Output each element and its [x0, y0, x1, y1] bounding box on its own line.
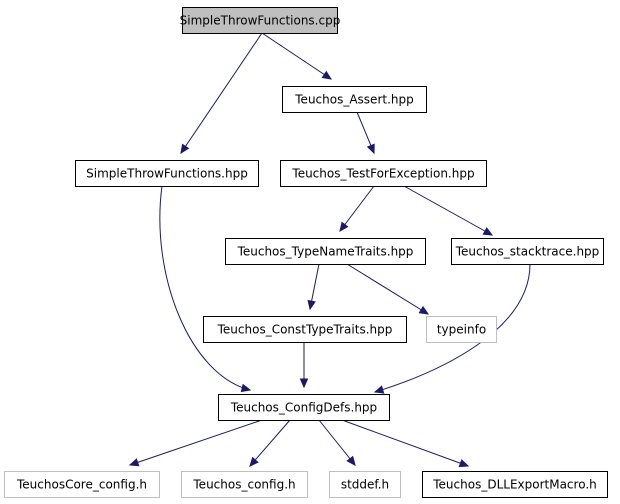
- node-box: [426, 316, 497, 343]
- node-test-for-exception[interactable]: Teuchos_TestForException.hpp: [280, 160, 487, 187]
- node-box: [451, 238, 604, 265]
- node-box: [225, 238, 426, 265]
- node-teuchos-assert[interactable]: Teuchos_Assert.hpp: [282, 86, 427, 113]
- edge-line: [249, 419, 291, 467]
- node-const-type-traits[interactable]: Teuchos_ConstTypeTraits.hpp: [203, 316, 407, 343]
- node-box: [181, 471, 308, 498]
- edge-config_defs-to-teuchos_config: [249, 419, 291, 467]
- node-simple-throw-hpp[interactable]: SimpleThrowFunctions.hpp: [75, 160, 259, 187]
- edge-line: [129, 419, 263, 466]
- node-label: Teuchos_TypeNameTraits.hpp: [237, 245, 414, 259]
- edge-simple_throw_cpp-to-simple_throw_hpp: [180, 32, 263, 155]
- edge-arrowhead: [366, 143, 375, 155]
- edge-stacktrace-to-config_defs: [373, 263, 531, 394]
- edge-arrowhead: [299, 378, 309, 389]
- edge-arrowhead: [482, 227, 494, 236]
- node-box: [182, 7, 338, 34]
- node-label: Teuchos_ConstTypeTraits.hpp: [217, 323, 393, 337]
- node-label: Teuchos_DLLExportMacro.h: [432, 478, 597, 492]
- edge-type_name_traits-to-typeinfo: [346, 263, 430, 315]
- node-label: Teuchos_TestForException.hpp: [291, 167, 474, 181]
- node-stddef: stddef.h: [329, 471, 401, 498]
- node-box: [282, 86, 427, 113]
- edge-line: [374, 263, 531, 393]
- node-box: [218, 394, 390, 421]
- edge-line: [346, 263, 429, 315]
- edge-test_for_exception-to-type_name_traits: [339, 185, 375, 232]
- node-box: [280, 160, 487, 187]
- edge-arrowhead: [418, 305, 430, 315]
- edge-arrowhead: [249, 456, 259, 467]
- edge-line: [339, 185, 375, 232]
- node-stacktrace[interactable]: Teuchos_stacktrace.hpp: [451, 238, 604, 265]
- node-dll-export[interactable]: Teuchos_DLLExportMacro.h: [422, 471, 608, 498]
- node-label: typeinfo: [437, 323, 486, 337]
- node-label: SimpleThrowFunctions.hpp: [86, 167, 248, 181]
- node-box: [4, 471, 160, 498]
- node-label: Teuchos_ConfigDefs.hpp: [230, 401, 377, 415]
- node-label: Teuchos_stacktrace.hpp: [455, 245, 600, 259]
- edge-const_type_traits-to-config_defs: [299, 342, 309, 389]
- node-label: SimpleThrowFunctions.cpp: [180, 14, 341, 28]
- edge-line: [159, 185, 251, 391]
- edge-line: [318, 419, 356, 466]
- edge-arrowhead: [180, 143, 190, 155]
- edge-arrowhead: [321, 70, 333, 80]
- node-type-name-traits[interactable]: Teuchos_TypeNameTraits.hpp: [225, 238, 426, 265]
- node-core-config: TeuchosCore_config.h: [4, 471, 160, 498]
- edge-simple_throw_hpp-to-config_defs: [159, 185, 252, 393]
- edge-line: [341, 419, 469, 467]
- edge-config_defs-to-dll_export: [341, 419, 470, 468]
- node-teuchos-config: Teuchos_config.h: [181, 471, 308, 498]
- edge-teuchos_assert-to-test_for_exception: [356, 111, 375, 155]
- nodes-layer: SimpleThrowFunctions.cppTeuchos_Assert.h…: [4, 7, 608, 498]
- edge-line: [403, 185, 493, 236]
- node-label: TeuchosCore_config.h: [16, 478, 147, 492]
- edge-arrowhead: [346, 455, 356, 466]
- edge-line: [261, 32, 332, 80]
- node-simple-throw-cpp[interactable]: SimpleThrowFunctions.cpp: [180, 7, 341, 34]
- edge-config_defs-to-core_config: [128, 419, 263, 467]
- node-box: [75, 160, 259, 187]
- edge-arrowhead: [240, 383, 252, 393]
- node-label: stddef.h: [341, 478, 389, 492]
- edge-arrowhead: [373, 385, 385, 394]
- node-box: [203, 316, 407, 343]
- edge-simple_throw_cpp-to-teuchos_assert: [261, 32, 333, 80]
- edge-type_name_traits-to-const_type_traits: [307, 263, 320, 311]
- edge-arrowhead: [339, 221, 349, 232]
- node-label: Teuchos_Assert.hpp: [294, 93, 413, 107]
- node-box: [329, 471, 401, 498]
- edge-line: [180, 32, 263, 154]
- edges-layer: [128, 32, 531, 468]
- node-label: Teuchos_config.h: [192, 478, 295, 492]
- node-box: [422, 471, 608, 498]
- edge-test_for_exception-to-stacktrace: [403, 185, 494, 236]
- edge-arrowhead: [458, 459, 470, 468]
- node-typeinfo: typeinfo: [426, 316, 497, 343]
- edge-config_defs-to-stddef: [318, 419, 356, 466]
- node-config-defs[interactable]: Teuchos_ConfigDefs.hpp: [218, 394, 390, 421]
- edge-arrowhead: [128, 458, 140, 467]
- edge-arrowhead: [307, 299, 316, 311]
